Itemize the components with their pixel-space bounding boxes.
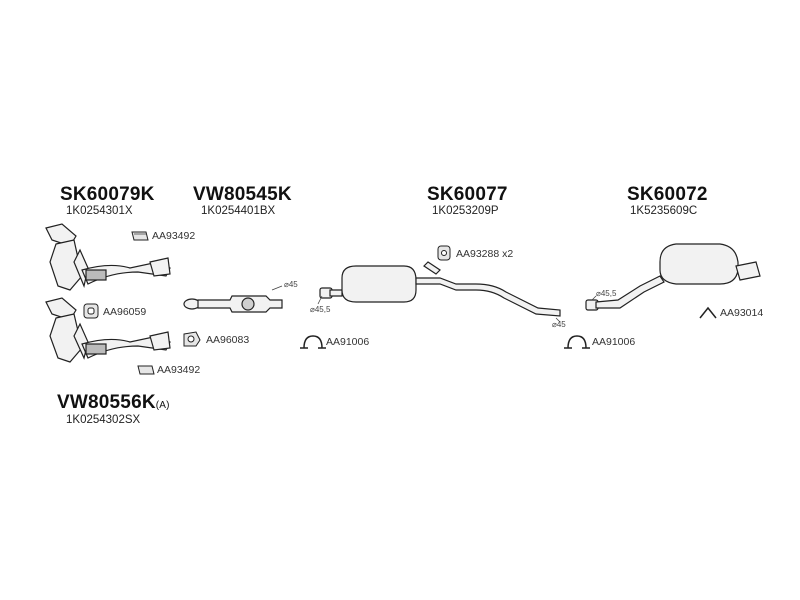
rear-muffler: [585, 243, 761, 311]
dimension-label-2: ⌀45,5: [310, 305, 331, 314]
dimension-label-4: ⌀45,5: [596, 289, 617, 298]
part-label-clamp-front: AA91006: [326, 336, 370, 348]
group-code-vw80545k: VW80545K: [193, 184, 292, 205]
group-code-sk60072: SK60072: [627, 184, 708, 205]
part-label-bolt-lower: AA93492: [157, 364, 201, 376]
clamp-front-icon: [300, 335, 326, 349]
oval-gasket-icon: [183, 331, 201, 347]
dimension-label-1: ⌀45: [284, 280, 298, 289]
manifold-catalyst-upper: [45, 223, 171, 291]
dimension-leader-2: [317, 295, 323, 305]
group-ref-sk60077: 1K0253209P: [432, 205, 499, 217]
dimension-leader-3: [555, 317, 561, 323]
clamp-rear-icon: [564, 335, 590, 349]
group-suffix-vw80556k: (A): [155, 400, 170, 411]
group-ref-sk60072: 1K5235609C: [630, 205, 698, 217]
manifold-catalyst-lower: [45, 297, 171, 363]
front-catalyst-pipe: [183, 295, 283, 313]
dimension-leader-4: [591, 295, 597, 301]
part-label-gasket-oval: AA96083: [206, 334, 250, 346]
group-code-vw80556k: VW80556K(A): [57, 392, 170, 413]
hanger-rear-icon: [699, 306, 717, 319]
dimension-leader-1: [271, 285, 283, 291]
part-label-hanger-rear: AA93014: [720, 307, 764, 319]
hanger-mid-icon: [437, 245, 451, 261]
bolt-upper-icon: [131, 231, 149, 241]
part-label-gasket-square: AA96059: [103, 306, 147, 318]
group-ref-vw80556k: 1K0254302SX: [66, 414, 141, 426]
dimension-label-3: ⌀45: [552, 320, 566, 329]
group-code-sk60079k: SK60079K: [60, 184, 155, 205]
part-label-bolt-upper: AA93492: [152, 230, 196, 242]
group-ref-sk60079k: 1K0254301X: [66, 205, 133, 217]
part-label-clamp-rear: AA91006: [592, 336, 636, 348]
group-code-sk60077: SK60077: [427, 184, 508, 205]
part-label-hanger-mid: AA93288 x2: [456, 248, 514, 260]
bolt-lower-icon: [137, 365, 155, 375]
group-ref-vw80545k: 1K0254401BX: [201, 205, 276, 217]
middle-muffler: [319, 261, 561, 317]
square-gasket-icon: [83, 303, 99, 319]
